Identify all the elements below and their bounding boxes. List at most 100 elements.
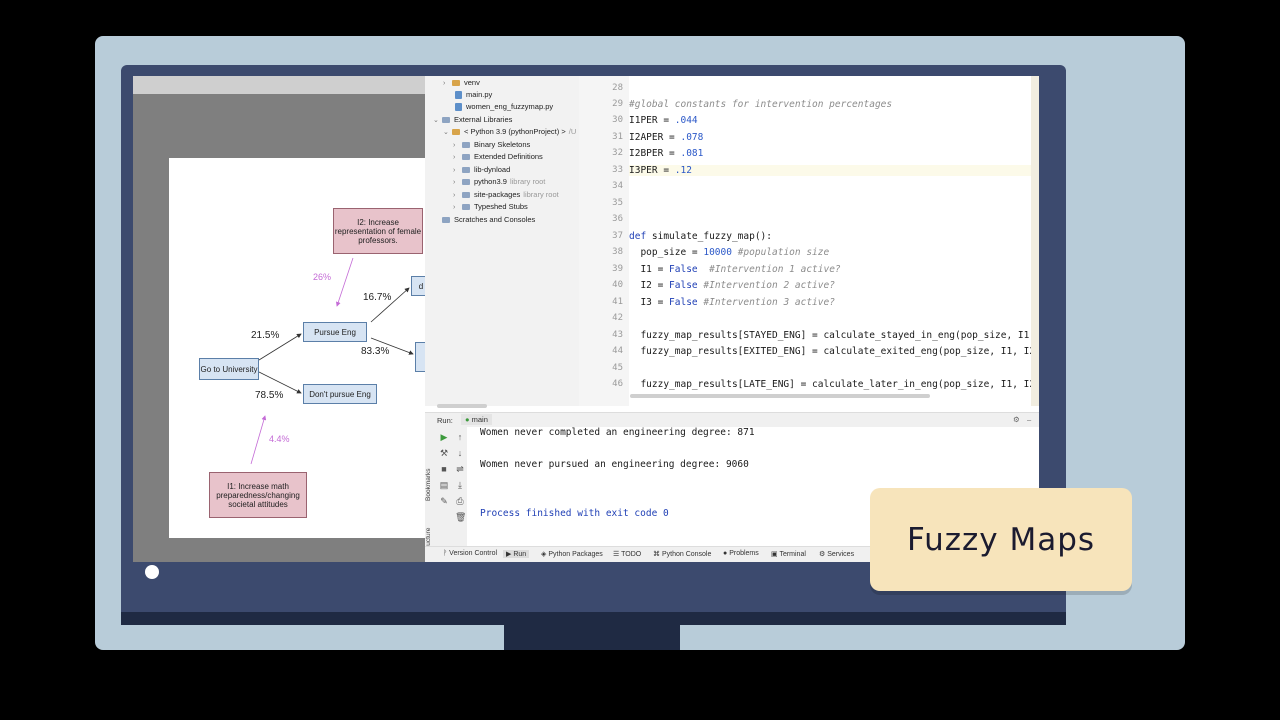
- viewer-toolbar: [133, 76, 425, 94]
- code-line-31: I2APER = .078: [629, 132, 704, 143]
- line-number: 39: [612, 264, 623, 274]
- folder-icon: [462, 167, 470, 174]
- gear-icon[interactable]: ⚙: [1013, 415, 1020, 424]
- tree-scrollbar[interactable]: [437, 404, 487, 408]
- line-number: 40: [612, 280, 623, 290]
- stop-icon[interactable]: ■: [441, 464, 447, 474]
- arrow-pursue-top: [370, 287, 410, 323]
- code-line-38: pop_size = 10000 #population size: [629, 247, 830, 258]
- label-78-5: 78.5%: [255, 390, 284, 401]
- code-line-33: I3PER = .12: [629, 165, 1039, 176]
- arrow-uni-pursue: [258, 333, 302, 361]
- code-line-43: fuzzy_map_results[STAYED_ENG] = calculat…: [629, 330, 1030, 341]
- code-line-30: I1PER = .044: [629, 115, 698, 126]
- tool-tab-terminal[interactable]: ▣ Terminal: [771, 551, 806, 558]
- tree-item-external-libraries[interactable]: ⌄External Libraries: [433, 115, 513, 124]
- python-file-icon: [455, 103, 462, 112]
- tool-tab-python-packages[interactable]: ◈ Python Packages: [541, 551, 603, 558]
- node-go-to-university: Go to University: [199, 358, 259, 380]
- document-viewer: I2: Increase representation of female pr…: [133, 76, 431, 562]
- tool-tab-todo[interactable]: ☰ TODO: [613, 551, 642, 558]
- tool-tab-problems[interactable]: ● Problems: [723, 550, 759, 557]
- title-card: Fuzzy Maps: [870, 488, 1132, 591]
- print-icon[interactable]: ⎙: [456, 496, 464, 506]
- layout-icon[interactable]: ▤: [439, 480, 449, 490]
- label-21-5: 21.5%: [251, 330, 280, 341]
- code-line-46: fuzzy_map_results[LATE_ENG] = calculate_…: [629, 379, 1036, 390]
- run-output-line: Women never completed an engineering deg…: [480, 427, 755, 438]
- rerun-icon[interactable]: ▶: [440, 432, 448, 442]
- code-editor[interactable]: #global constants for intervention perce…: [629, 76, 1039, 406]
- code-line-32: I2BPER = .081: [629, 148, 704, 159]
- minimize-icon[interactable]: –: [1027, 415, 1032, 424]
- tree-item-women-eng-fuzzymap[interactable]: women_eng_fuzzymap.py: [455, 101, 553, 113]
- folder-icon: [462, 204, 470, 211]
- editor-horizontal-scrollbar[interactable]: [630, 394, 930, 398]
- node-dont-pursue-eng: Don't pursue Eng: [303, 384, 377, 404]
- tree-item-venv[interactable]: ›venv: [443, 78, 480, 87]
- code-line-29: #global constants for intervention perce…: [629, 99, 893, 110]
- tree-item-scratches[interactable]: Scratches and Consoles: [433, 214, 535, 226]
- tool-tab-services[interactable]: ⚙ Services: [819, 551, 855, 558]
- node-i2: I2: Increase representation of female pr…: [333, 208, 423, 254]
- trash-icon[interactable]: 🗑: [455, 512, 467, 522]
- line-number: 30: [612, 115, 623, 125]
- code-line-37: def simulate_fuzzy_map():: [629, 231, 772, 242]
- tree-item-main-py[interactable]: main.py: [455, 89, 492, 101]
- run-tab-main[interactable]: ● main: [461, 414, 492, 425]
- tree-item-extended-definitions[interactable]: ›Extended Definitions: [453, 152, 543, 161]
- tree-item-binary-skeletons[interactable]: ›Binary Skeletons: [453, 140, 531, 149]
- diagram-arrows: [250, 257, 414, 465]
- tree-item-lib-dynload[interactable]: ›lib-dynload: [453, 165, 511, 174]
- line-number: 34: [612, 181, 623, 191]
- arrow-i2: [335, 257, 354, 307]
- scroll-up-icon[interactable]: ↑: [457, 432, 463, 442]
- scroll-down-icon[interactable]: ↓: [457, 448, 463, 458]
- tool-tab-python-console[interactable]: ⌘ Python Console: [653, 551, 712, 558]
- arrow-pursue-bottom: [370, 337, 414, 355]
- side-tab-bookmarks[interactable]: Bookmarks: [425, 468, 432, 501]
- soft-wrap-icon[interactable]: ⇌: [456, 464, 464, 474]
- scroll-to-end-icon[interactable]: ⤓: [458, 480, 462, 490]
- python-sdk-icon: [452, 129, 460, 136]
- node-pursue-eng: Pursue Eng: [303, 322, 367, 342]
- editor-error-stripe[interactable]: [1031, 76, 1039, 406]
- line-number: 46: [612, 379, 623, 389]
- node-i1: I1: Increase math preparedness/changing …: [209, 472, 307, 518]
- label-4-4: 4.4%: [269, 434, 290, 444]
- line-number: 31: [612, 132, 623, 142]
- arrow-i1: [250, 415, 267, 465]
- line-number: 41: [612, 297, 623, 307]
- folder-icon: [462, 142, 470, 149]
- tool-tab-run[interactable]: ▶ Run: [503, 550, 530, 558]
- line-number: 29: [612, 99, 623, 109]
- tree-item-python39[interactable]: ⌄< Python 3.9 (pythonProject) >/U: [443, 127, 577, 136]
- label-83-3: 83.3%: [361, 346, 390, 357]
- line-number: 35: [612, 198, 623, 208]
- monitor-chin: [133, 562, 1039, 584]
- arrow-uni-dont: [258, 371, 302, 394]
- wrench-icon[interactable]: ⚒: [439, 448, 449, 458]
- folder-icon: [462, 154, 470, 161]
- editor-gutter: [579, 76, 629, 406]
- line-number: 33: [612, 165, 623, 175]
- folder-icon: [462, 179, 470, 186]
- power-button: [145, 565, 159, 579]
- python-file-icon: [455, 91, 462, 100]
- library-icon: [442, 117, 450, 124]
- tool-tab-version-control[interactable]: ᚹ Version Control: [443, 550, 498, 557]
- diagram-page: I2: Increase representation of female pr…: [169, 158, 431, 538]
- python-file-icon: ●: [465, 415, 472, 424]
- project-tree: ›venv main.py women_eng_fuzzymap.py ⌄Ext…: [425, 76, 579, 406]
- tree-item-typeshed-stubs[interactable]: ›Typeshed Stubs: [453, 202, 528, 211]
- run-panel-header: Run: ● main ⚙ –: [425, 412, 1039, 427]
- code-line-44: fuzzy_map_results[EXITED_ENG] = calculat…: [629, 346, 1036, 357]
- code-line-39: I1 = False #Intervention 1 active?: [629, 264, 841, 275]
- title-text: Fuzzy Maps: [906, 521, 1096, 558]
- monitor-bezel-bottom: [121, 612, 1066, 625]
- scratches-icon: [442, 217, 450, 224]
- line-number: 44: [612, 346, 623, 356]
- pin-icon[interactable]: ✎: [440, 496, 448, 506]
